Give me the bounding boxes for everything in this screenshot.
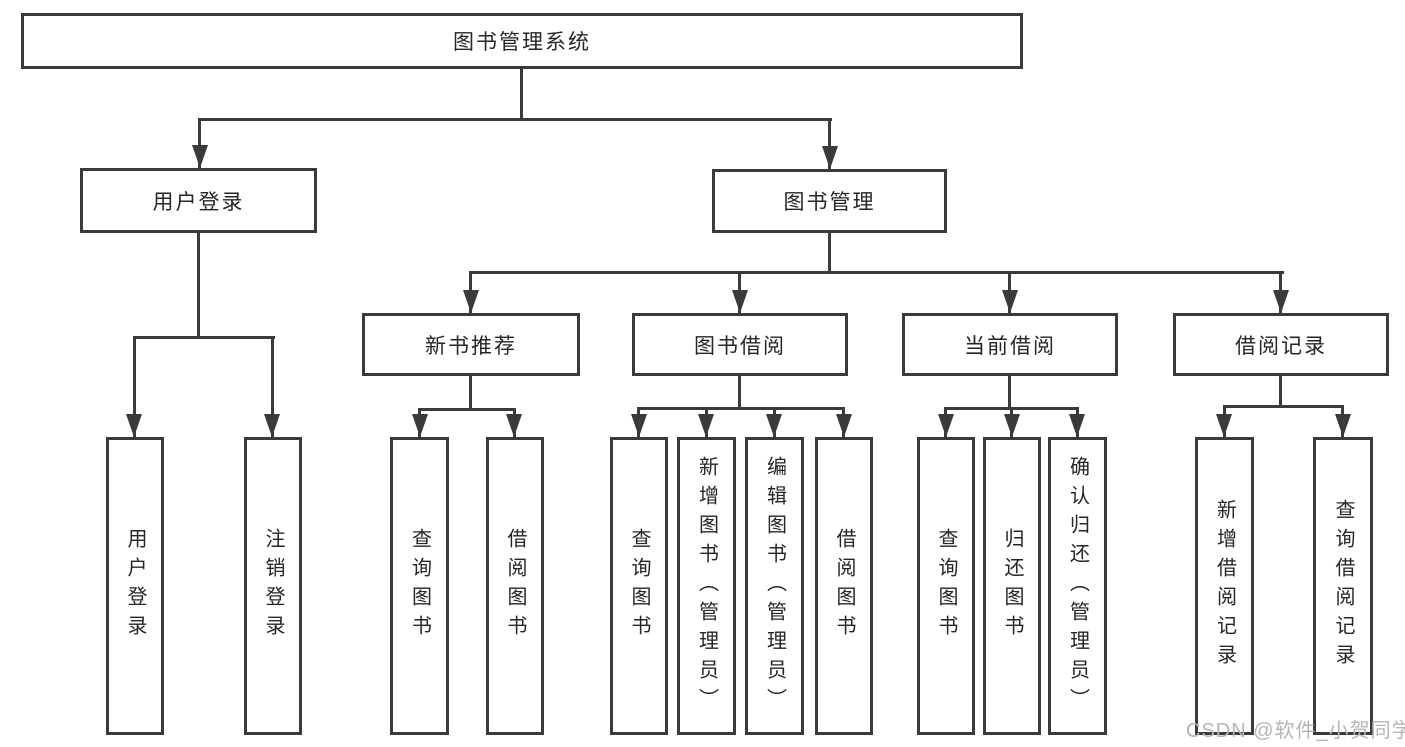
arrow-down-icon — [1002, 290, 1018, 313]
connector-hline — [198, 118, 832, 121]
leaf-current-query-books-label: 查询图书 — [935, 528, 957, 644]
leaf-confirm-return-admin: 确认归还（管理员） — [1048, 437, 1107, 735]
watermark: CSDN @软件_小贺同学 — [1186, 720, 1405, 742]
leaf-user-login-label: 用户登录 — [124, 528, 146, 644]
leaf-borrow-borrow-books-label: 借阅图书 — [833, 528, 855, 644]
arrow-down-icon — [698, 414, 714, 437]
connector-hline — [637, 407, 845, 410]
arrow-down-icon — [631, 414, 647, 437]
arrow-down-icon — [506, 414, 522, 437]
node-user-login-label: 用户登录 — [152, 190, 245, 214]
leaf-confirm-return-admin-label: 确认归还（管理员） — [1066, 455, 1089, 717]
connector-vline — [197, 233, 200, 339]
leaf-return-books-label: 归还图书 — [1001, 528, 1023, 644]
leaf-recommend-query-books-label: 查询图书 — [408, 528, 431, 644]
leaf-recommend-borrow-books-label: 借阅图书 — [504, 528, 526, 644]
node-root-label: 图书管理系统 — [453, 31, 591, 54]
connector-vline — [1279, 376, 1282, 408]
connector-vline — [133, 336, 136, 437]
leaf-add-books-admin: 新增图书（管理员） — [677, 437, 736, 735]
arrow-down-icon — [412, 414, 428, 437]
node-new-book-recommend: 新书推荐 — [362, 313, 580, 376]
node-borrow-records: 借阅记录 — [1173, 313, 1389, 376]
arrow-down-icon — [822, 146, 838, 169]
leaf-borrow-borrow-books: 借阅图书 — [815, 437, 873, 735]
leaf-edit-books-admin: 编辑图书（管理员） — [745, 437, 804, 735]
leaf-recommend-query-books: 查询图书 — [390, 437, 449, 735]
arrow-down-icon — [1004, 414, 1020, 437]
leaf-query-borrow-record-label: 查询借阅记录 — [1332, 499, 1354, 673]
connector-hline — [418, 408, 516, 411]
connector-vline — [1008, 376, 1011, 409]
leaf-user-login: 用户登录 — [106, 437, 164, 735]
connector-vline — [469, 376, 472, 410]
node-borrow-records-label: 借阅记录 — [1235, 334, 1327, 358]
arrow-down-icon — [1069, 414, 1085, 437]
node-book-borrow-label: 图书借阅 — [694, 334, 786, 358]
leaf-query-borrow-record: 查询借阅记录 — [1313, 437, 1373, 735]
node-current-borrow-label: 当前借阅 — [964, 334, 1056, 358]
leaf-edit-books-admin-label: 编辑图书（管理员） — [763, 455, 786, 717]
arrow-down-icon — [264, 414, 280, 437]
connector-vline — [828, 233, 831, 274]
connector-vline — [198, 118, 201, 168]
connector-vline — [738, 376, 741, 409]
leaf-add-borrow-record: 新增借阅记录 — [1195, 437, 1254, 735]
arrow-down-icon — [732, 290, 748, 313]
node-user-login: 用户登录 — [80, 168, 317, 233]
arrow-down-icon — [1273, 290, 1289, 313]
arrow-down-icon — [192, 145, 208, 168]
node-new-book-recommend-label: 新书推荐 — [425, 334, 517, 358]
node-current-borrow: 当前借阅 — [902, 313, 1118, 376]
node-root: 图书管理系统 — [21, 13, 1023, 69]
connector-hline — [1223, 405, 1344, 408]
connector-hline — [133, 336, 275, 339]
node-book-management: 图书管理 — [712, 169, 947, 233]
node-book-borrow: 图书借阅 — [632, 313, 848, 376]
arrow-down-icon — [463, 290, 479, 313]
leaf-add-borrow-record-label: 新增借阅记录 — [1213, 499, 1236, 673]
arrow-down-icon — [1335, 414, 1351, 437]
arrow-down-icon — [1216, 414, 1232, 437]
leaf-recommend-borrow-books: 借阅图书 — [486, 437, 544, 735]
connector-hline — [469, 271, 1284, 274]
leaf-borrow-query-books: 查询图书 — [610, 437, 668, 735]
leaf-return-books: 归还图书 — [983, 437, 1041, 735]
leaf-logout: 注销登录 — [244, 437, 302, 735]
leaf-current-query-books: 查询图书 — [917, 437, 975, 735]
arrow-down-icon — [766, 414, 782, 437]
arrow-down-icon — [938, 414, 954, 437]
leaf-borrow-query-books-label: 查询图书 — [628, 528, 650, 644]
leaf-logout-label: 注销登录 — [262, 528, 284, 644]
connector-vline — [271, 336, 274, 437]
node-book-management-label: 图书管理 — [783, 191, 876, 214]
leaf-add-books-admin-label: 新增图书（管理员） — [695, 455, 718, 717]
connector-vline — [828, 118, 831, 169]
arrow-down-icon — [836, 414, 852, 437]
connector-vline — [520, 69, 523, 121]
arrow-down-icon — [126, 414, 142, 437]
